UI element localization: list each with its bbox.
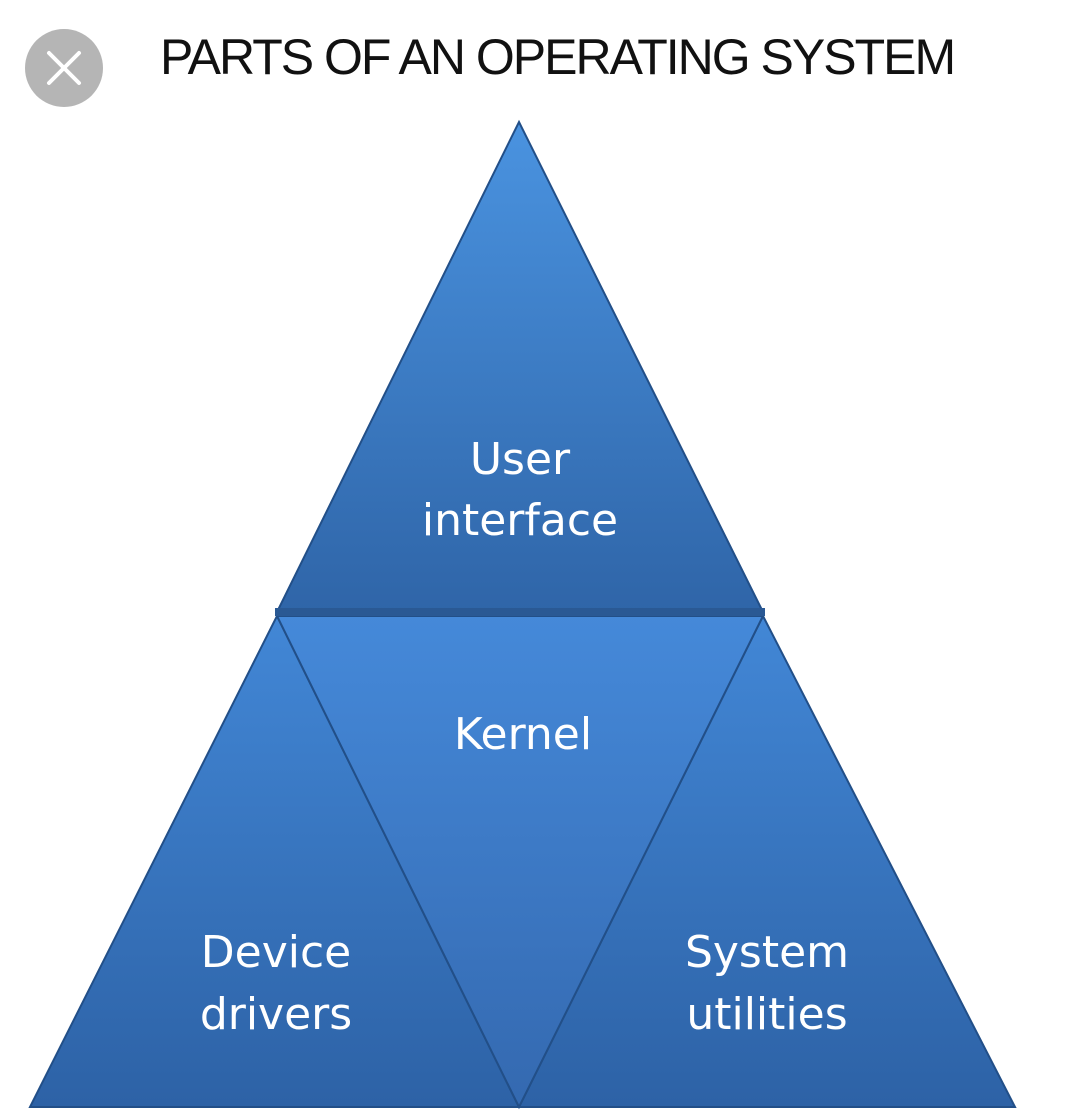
label-left-2: drivers bbox=[200, 989, 352, 1040]
label-right-2: utilities bbox=[686, 989, 847, 1040]
label-top-2: interface bbox=[422, 495, 618, 546]
label-right-1: System bbox=[685, 927, 849, 978]
close-icon bbox=[47, 51, 81, 85]
diagram-title: PARTS OF AN OPERATING SYSTEM bbox=[160, 29, 956, 85]
close-button[interactable] bbox=[25, 29, 103, 107]
label-left-1: Device bbox=[201, 927, 351, 978]
segment-divider bbox=[275, 608, 765, 616]
label-center: Kernel bbox=[454, 709, 592, 760]
label-top-1: User bbox=[470, 434, 571, 485]
